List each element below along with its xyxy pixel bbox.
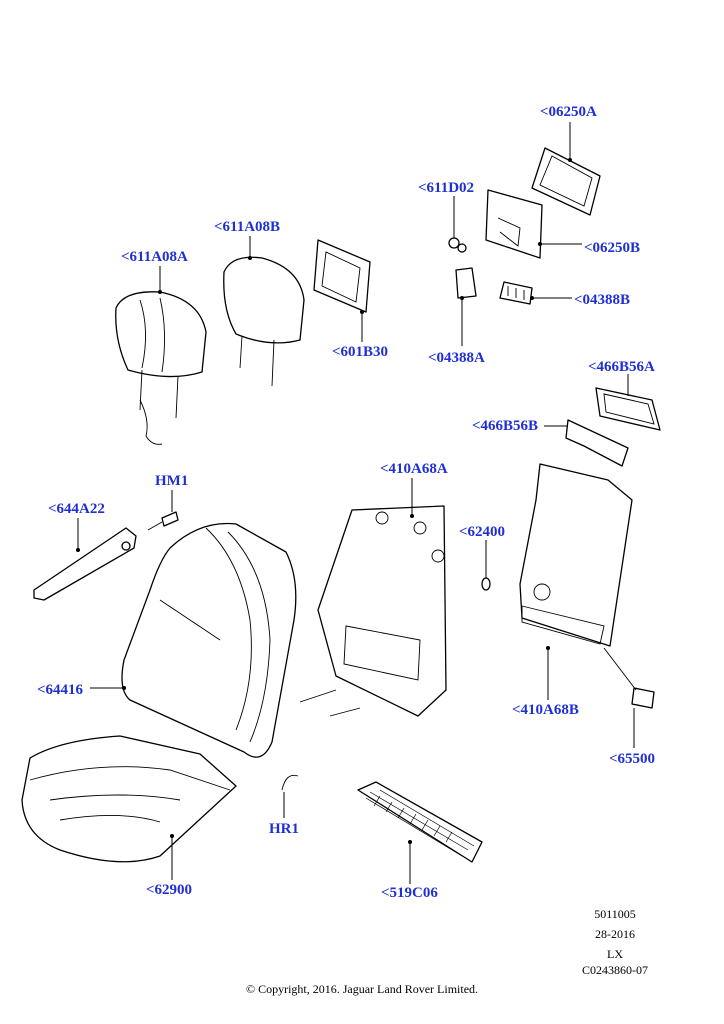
callout-06250B[interactable]: <06250B: [584, 240, 641, 256]
part-06250B-panel: [485, 189, 582, 259]
callout-06250A[interactable]: <06250A: [540, 104, 597, 120]
part-466B56B-trim: [544, 419, 629, 467]
part-410A68B-backpanel: [519, 463, 633, 700]
callout-466B56B[interactable]: <466B56B: [472, 418, 539, 434]
part-466B56A-trim: [595, 374, 661, 431]
part-06250A-frame: [531, 122, 601, 216]
part-04388B-connector: [499, 281, 572, 305]
callout-410A68B[interactable]: <410A68B: [512, 702, 579, 718]
illustration-id: C0243860-07: [582, 963, 648, 977]
part-601B30-guide: [313, 239, 371, 342]
callout-62400[interactable]: <62400: [459, 524, 506, 540]
callout-04388B[interactable]: <04388B: [574, 292, 631, 308]
drawing-date: 28-2016: [595, 927, 635, 941]
callout-62900[interactable]: <62900: [146, 882, 193, 898]
part-611A08B-headrest: [223, 236, 305, 387]
part-65500-switch: [603, 647, 655, 748]
part-64416-seatback: [90, 522, 297, 758]
callout-611A08A[interactable]: <611A08A: [121, 249, 188, 265]
callout-644A22[interactable]: <644A22: [48, 501, 105, 517]
part-HR1-ring: [281, 774, 299, 818]
part-62400-clip: [481, 540, 491, 591]
model-code: LX: [607, 947, 623, 961]
callout-611A08B[interactable]: <611A08B: [214, 219, 281, 235]
callout-611D02[interactable]: <611D02: [418, 180, 475, 196]
copyright-notice: © Copyright, 2016. Jaguar Land Rover Lim…: [245, 982, 479, 996]
callout-HR1[interactable]: HR1: [269, 821, 299, 837]
part-410A68A-backframe: [299, 478, 447, 717]
callout-466B56A[interactable]: <466B56A: [588, 359, 655, 375]
part-519C06-mesh: [357, 781, 483, 884]
part-04388A-bracket: [455, 267, 477, 346]
part-611A08A-headrest: [115, 266, 207, 445]
callout-HM1[interactable]: HM1: [155, 473, 189, 489]
callout-601B30[interactable]: <601B30: [332, 344, 389, 360]
part-62900-cushion: [21, 735, 237, 880]
part-HM1-screw: [147, 490, 179, 531]
part-611D02-clip: [448, 196, 467, 253]
callout-64416[interactable]: <64416: [37, 682, 84, 698]
callout-410A68A[interactable]: <410A68A: [380, 461, 448, 477]
callout-65500[interactable]: <65500: [609, 751, 656, 767]
part-644A22-trim: [33, 518, 137, 601]
callout-519C06[interactable]: <519C06: [381, 885, 438, 901]
drawing-number: 5011005: [594, 907, 636, 921]
callout-04388A[interactable]: <04388A: [428, 350, 485, 366]
